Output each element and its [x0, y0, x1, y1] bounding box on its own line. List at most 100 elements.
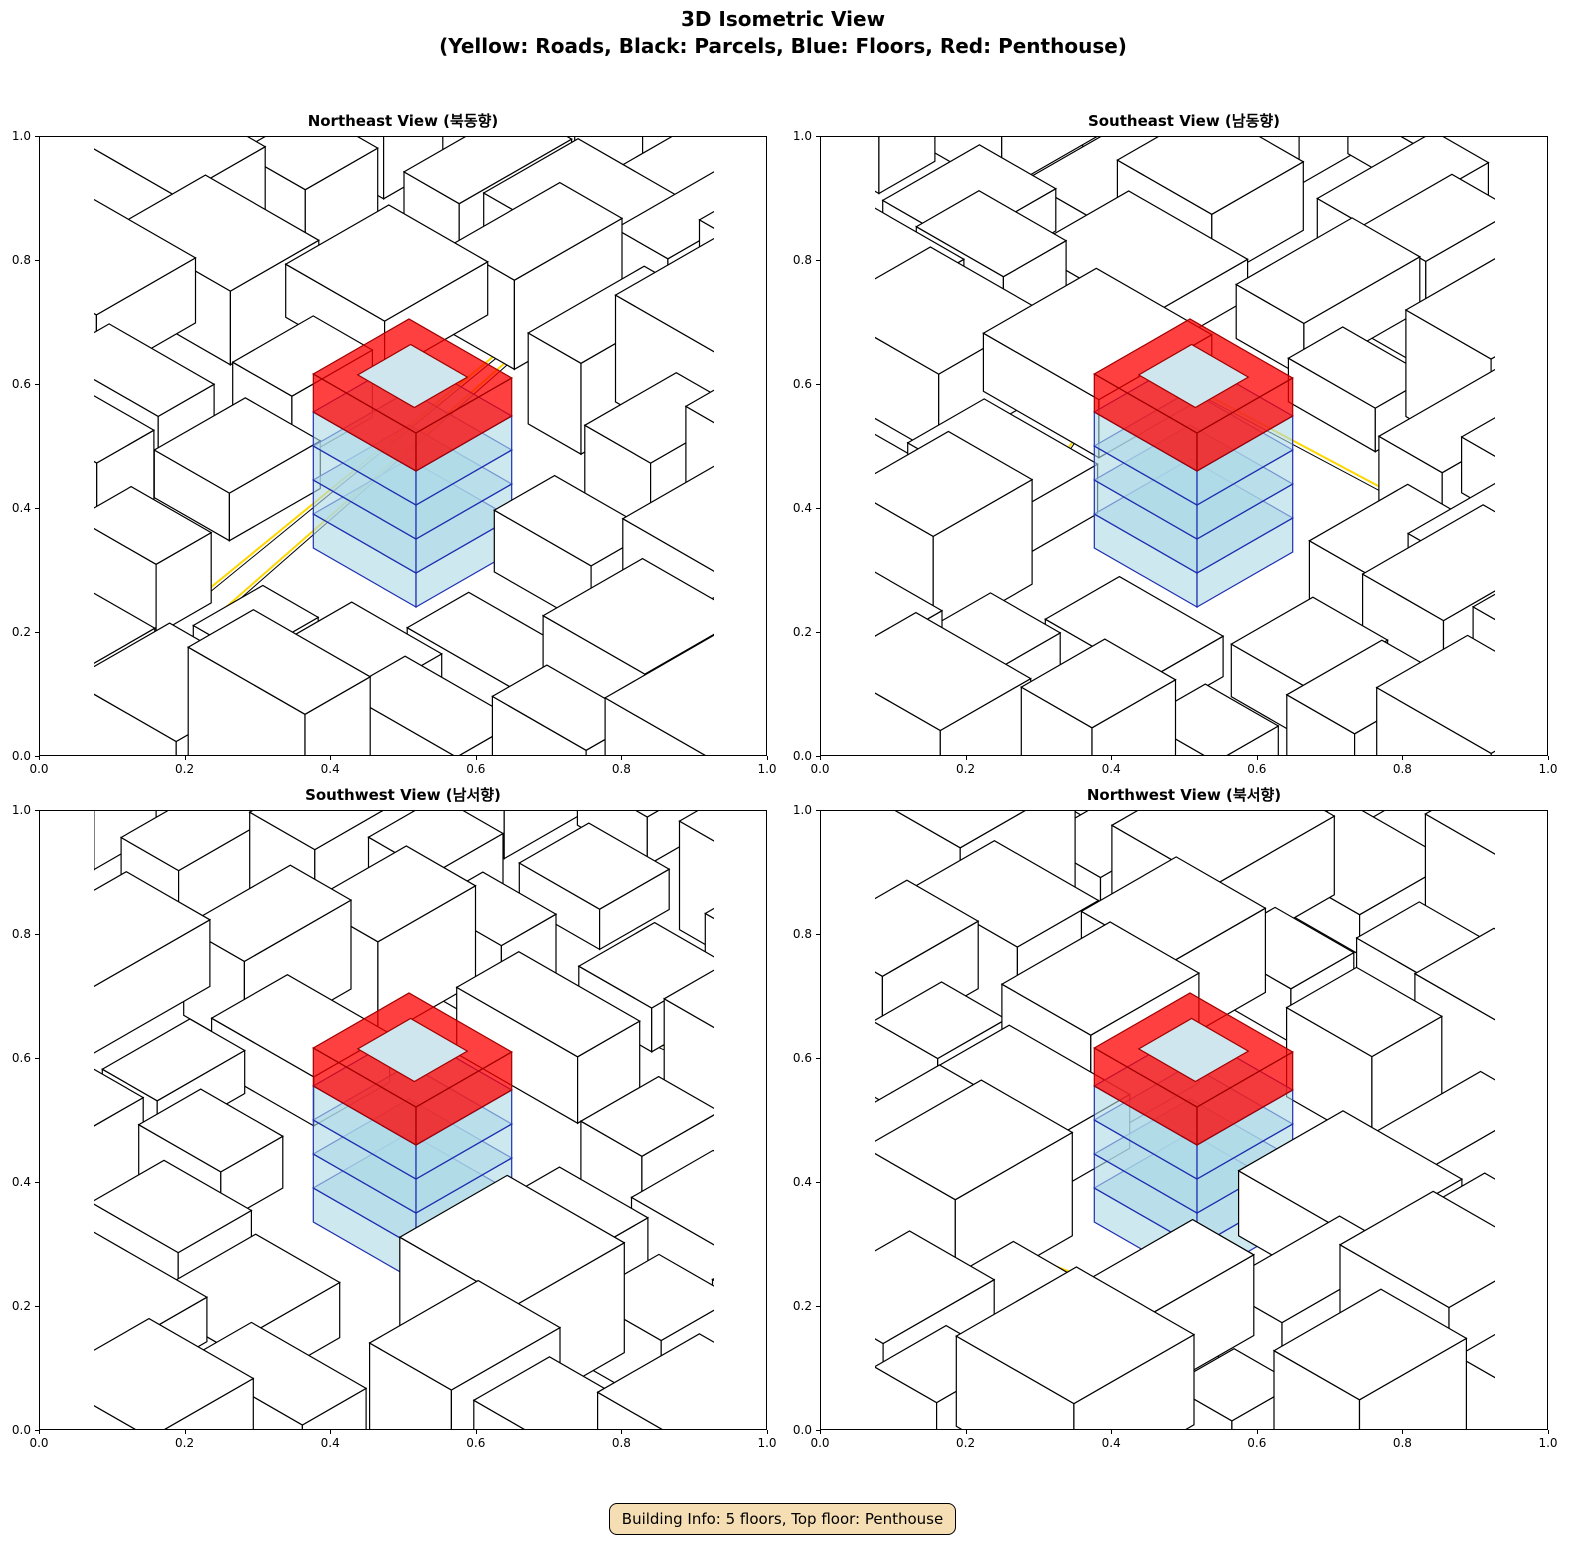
parcel-building-left-face	[40, 1083, 90, 1211]
panel-title: Northwest View (북서향)	[1086, 786, 1282, 804]
y-tick-mark	[35, 1430, 39, 1431]
x-tick-label: 0.6	[1247, 762, 1267, 776]
parcel-building-top-face	[1116, 137, 1305, 215]
parcel-building	[875, 137, 936, 195]
parcel-building-top-face	[94, 871, 212, 988]
x-tick-mark	[1402, 756, 1404, 760]
x-tick-label: 0.6	[1247, 1436, 1267, 1450]
parcel-building-top-face	[614, 237, 714, 353]
parcel-building-right-face	[1001, 137, 1098, 193]
parcel-building-top-face	[1456, 1333, 1495, 1379]
isometric-scene	[94, 137, 768, 755]
parcel-building-top-face	[758, 1113, 767, 1233]
x-tick-mark	[621, 756, 623, 760]
parcel-building-right-face	[734, 520, 767, 635]
parcel-building-top-face	[367, 811, 505, 875]
parcel-building-left-face	[745, 1087, 767, 1218]
x-tick-label: 0.0	[29, 762, 49, 776]
parcel-building	[875, 430, 1034, 643]
parcel-building-top-face	[94, 1231, 209, 1363]
parcel-building-right-face	[724, 984, 767, 1140]
y-tick-label: 1.0	[11, 129, 31, 143]
parcel-building	[704, 907, 714, 990]
x-tick-mark	[39, 1430, 40, 1434]
parcel-building	[596, 1333, 767, 1430]
parcel-building-top-face	[745, 1041, 767, 1120]
y-tick-label: 0.2	[792, 625, 812, 639]
parcel-building-top-face	[368, 1279, 562, 1391]
parcel-building-top-face	[1413, 927, 1495, 1021]
plot-area	[39, 136, 767, 756]
x-tick-mark	[1256, 1430, 1258, 1434]
parcel-building-top-face	[94, 395, 156, 464]
parcel-building-top-face	[94, 485, 213, 565]
x-tick-mark	[767, 756, 768, 760]
penthouse-courtyard	[356, 343, 469, 409]
parcel-building-top-face	[402, 137, 573, 205]
parcel-building	[711, 1277, 714, 1352]
y-tick-label: 1.0	[792, 129, 812, 143]
parcel-building	[875, 611, 1032, 755]
parcel-building-top-face	[603, 634, 714, 755]
x-tick-mark	[475, 1430, 477, 1434]
parcel-building-top-face	[761, 929, 767, 1025]
penthouse-courtyard	[1137, 343, 1250, 409]
isometric-scene	[821, 811, 1548, 1429]
x-tick-mark	[475, 756, 477, 760]
parcel-building-right-face	[716, 1402, 767, 1430]
parcel-building-right-face	[1502, 811, 1548, 962]
parcel-building-left-face	[1546, 1173, 1548, 1321]
parcel-building-left-face	[875, 1165, 884, 1223]
parcel-building-top-face	[1533, 467, 1548, 593]
x-tick-label: 0.4	[320, 762, 340, 776]
parcel-building-top-face	[596, 1333, 714, 1429]
parcel-building	[1521, 1065, 1548, 1227]
parcel-building	[1141, 683, 1280, 755]
x-tick-label: 1.0	[1538, 1436, 1558, 1450]
y-tick-label: 0.6	[11, 377, 31, 391]
parcel-building-top-face	[711, 1277, 714, 1282]
y-tick-label: 0.8	[792, 927, 812, 941]
y-tick-label: 0.4	[11, 501, 31, 515]
parcel-building-left-face	[760, 141, 768, 273]
parcel-building-left-face	[875, 971, 884, 1045]
y-tick-mark	[816, 934, 820, 935]
parcel-building-top-face	[1000, 921, 1201, 1036]
parcel-building-left-face	[875, 1338, 884, 1413]
parcel-building-top-face	[579, 1075, 714, 1157]
parcel-building-left-face	[94, 1404, 136, 1429]
panel-title: Northeast View (북동향)	[307, 112, 499, 130]
parcel-building-top-face	[101, 1018, 246, 1102]
y-tick-mark	[35, 384, 39, 385]
x-tick-mark	[820, 1430, 821, 1434]
parcel-building	[153, 397, 322, 542]
parcel-building-top-face	[684, 389, 714, 424]
parcel-building	[1234, 217, 1422, 379]
x-tick-mark	[767, 1430, 768, 1434]
parcel-building-top-face	[1424, 811, 1495, 855]
x-tick-label: 0.6	[466, 1436, 486, 1450]
x-tick-label: 1.0	[1538, 762, 1558, 776]
parcel-building-top-face	[875, 1230, 996, 1345]
y-tick-mark	[816, 810, 820, 811]
y-tick-mark	[816, 1182, 820, 1183]
parcel-building-right-face	[1490, 356, 1495, 467]
y-tick-mark	[35, 632, 39, 633]
x-tick-mark	[1111, 756, 1113, 760]
parcel-building-top-face	[94, 1317, 255, 1429]
y-tick-mark	[35, 1306, 39, 1307]
y-tick-label: 1.0	[11, 803, 31, 817]
y-tick-label: 0.0	[792, 749, 812, 763]
y-tick-mark	[816, 136, 820, 137]
parcel-building-top-face	[1285, 966, 1444, 1058]
plot-area	[820, 810, 1548, 1430]
y-tick-label: 0.0	[792, 1423, 812, 1437]
y-tick-mark	[816, 508, 820, 509]
parcel-building-top-face	[955, 1266, 1196, 1405]
isometric-scene	[875, 137, 1548, 755]
y-tick-mark	[35, 810, 39, 811]
parcel-building-top-face	[1027, 190, 1249, 318]
parcel-building-left-face	[821, 811, 871, 872]
parcel-building-top-face	[894, 811, 1026, 849]
x-tick-mark	[965, 756, 967, 760]
